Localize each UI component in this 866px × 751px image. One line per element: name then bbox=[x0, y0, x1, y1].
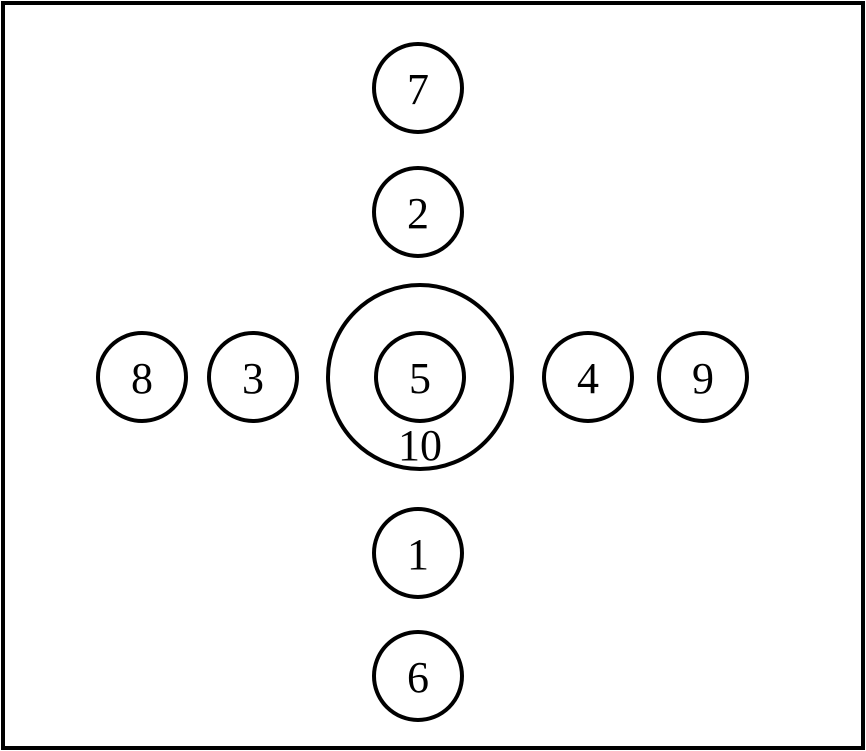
outer-ring-10 bbox=[326, 283, 514, 471]
circle-5: 5 bbox=[374, 331, 466, 423]
circle-1-label: 1 bbox=[407, 530, 429, 579]
circle-3: 3 bbox=[207, 331, 299, 423]
circle-2-label: 2 bbox=[407, 189, 429, 238]
circle-2-ring bbox=[372, 166, 464, 258]
circle-8-label: 8 bbox=[131, 354, 153, 403]
outer-ring-label: 10 bbox=[398, 421, 442, 470]
circle-3-ring bbox=[207, 331, 299, 423]
circle-8-ring bbox=[96, 331, 188, 423]
circle-4-label: 4 bbox=[577, 354, 599, 403]
circle-5-ring bbox=[374, 331, 466, 423]
circle-6: 6 bbox=[372, 630, 464, 722]
circle-1-ring bbox=[372, 507, 464, 599]
circle-9-ring bbox=[657, 331, 749, 423]
circle-8: 8 bbox=[96, 331, 188, 423]
circle-3-label: 3 bbox=[242, 354, 264, 403]
circle-2: 2 bbox=[372, 166, 464, 258]
circle-4: 4 bbox=[542, 331, 634, 423]
circle-1: 1 bbox=[372, 507, 464, 599]
circle-9: 9 bbox=[657, 331, 749, 423]
circle-6-ring bbox=[372, 630, 464, 722]
circle-4-ring bbox=[542, 331, 634, 423]
circle-7-ring bbox=[372, 42, 464, 134]
circle-6-label: 6 bbox=[407, 653, 429, 702]
circle-5-label: 5 bbox=[409, 354, 431, 403]
circle-7-label: 7 bbox=[407, 65, 429, 114]
circle-9-label: 9 bbox=[692, 354, 714, 403]
circle-7: 7 bbox=[372, 42, 464, 134]
